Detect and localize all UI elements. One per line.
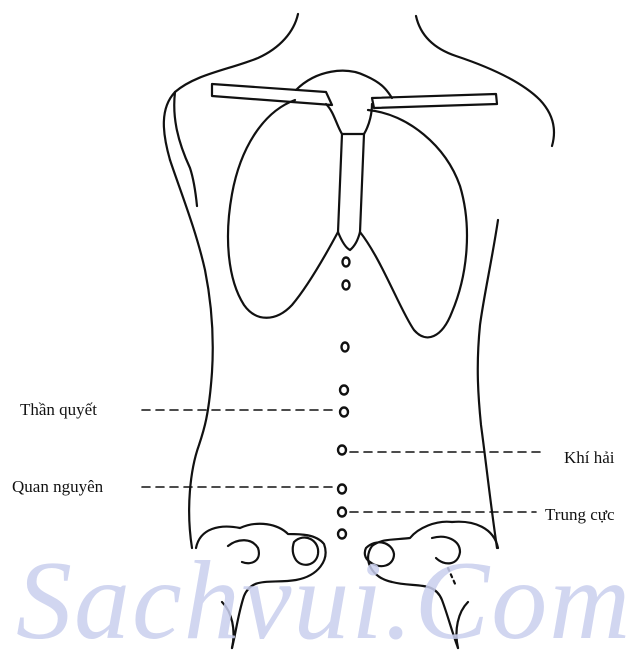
acupoint-4 <box>340 386 348 395</box>
label-trung-cuc: Trung cực <box>545 506 615 523</box>
acupoint-2 <box>343 281 350 290</box>
acupoint-markers <box>338 258 350 539</box>
upper-torso-curve <box>174 92 197 206</box>
clavicle-left <box>212 84 332 105</box>
lung-right <box>360 110 467 337</box>
torso-left-outline <box>170 160 213 548</box>
torso-right-outline <box>478 220 498 548</box>
neck-right-outline <box>416 16 554 146</box>
lung-left <box>228 100 338 318</box>
label-khi-hai: Khí hải <box>564 449 615 466</box>
ribcage-dome <box>296 71 392 98</box>
acupoint-1 <box>343 258 350 267</box>
acupoint-quan-nguyen <box>338 485 346 494</box>
acupoint-3 <box>342 343 349 352</box>
manubrium <box>326 104 372 134</box>
label-than-quyet: Thần quyết <box>20 401 97 418</box>
neck-left-outline <box>164 14 298 160</box>
acupoint-trung-cuc <box>338 508 346 517</box>
acupoint-9 <box>338 530 346 539</box>
label-quan-nguyen: Quan nguyên <box>12 478 103 495</box>
watermark: Sachvui.Com <box>16 545 634 657</box>
acupoint-khi-hai <box>338 446 346 455</box>
acupoint-than-quyet <box>340 408 348 417</box>
